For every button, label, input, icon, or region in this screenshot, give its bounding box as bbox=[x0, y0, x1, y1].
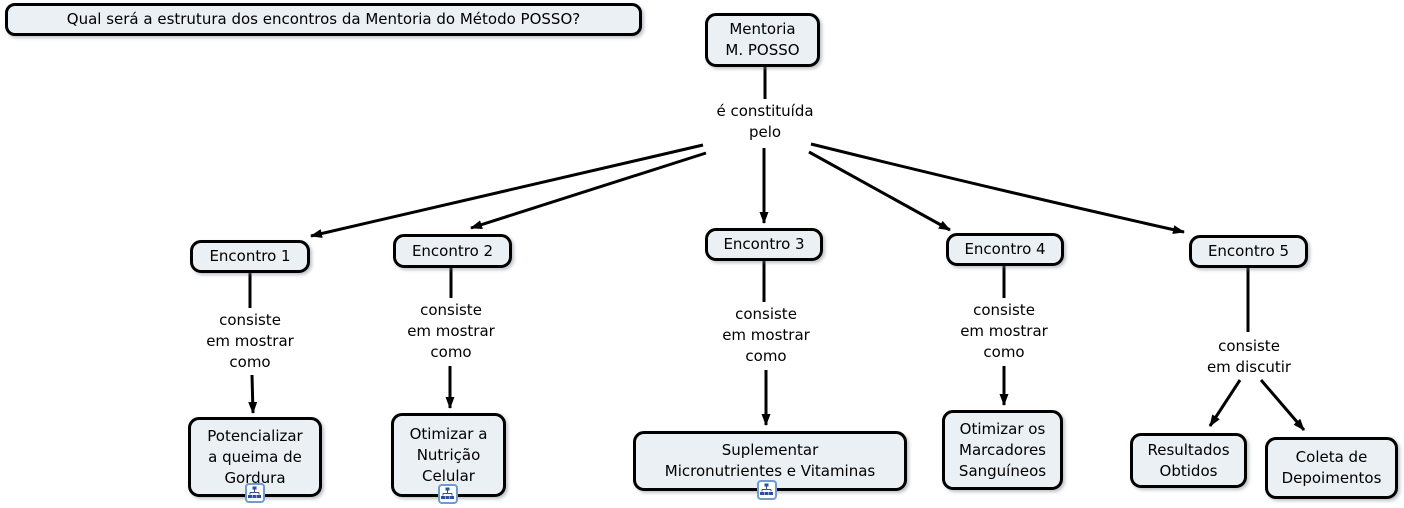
node-otimizar-nutricao-celular[interactable]: Otimizar a Nutrição Celular bbox=[391, 413, 506, 497]
node-encontro-1[interactable]: Encontro 1 bbox=[190, 240, 310, 273]
link-label-root[interactable]: é constituída pelo bbox=[716, 102, 814, 141]
link-label-encontro-2[interactable]: consiste em mostrar como bbox=[407, 301, 495, 361]
link-label-encontro-3[interactable]: consiste em mostrar como bbox=[722, 305, 810, 365]
node-suplementar-micronutrientes-vitaminas[interactable]: Suplementar Micronutrientes e Vitaminas bbox=[633, 431, 907, 491]
node-coleta-depoimentos[interactable]: Coleta de Depoimentos bbox=[1265, 437, 1398, 499]
node-encontro-3[interactable]: Encontro 3 bbox=[705, 228, 823, 261]
link-label-encontro-4[interactable]: consiste em mostrar como bbox=[960, 301, 1048, 361]
node-encontro-4[interactable]: Encontro 4 bbox=[946, 233, 1064, 266]
node-otimizar-marcadores-sanguineos[interactable]: Otimizar os Marcadores Sanguíneos bbox=[942, 410, 1063, 490]
node-mentoria-root[interactable]: Mentoria M. POSSO bbox=[705, 13, 820, 67]
link-label-encontro-1[interactable]: consiste em mostrar como bbox=[206, 311, 294, 371]
sitemap-icon[interactable] bbox=[757, 480, 777, 500]
sitemap-icon[interactable] bbox=[438, 484, 458, 504]
question-box[interactable]: Qual será a estrutura dos encontros da M… bbox=[5, 3, 642, 36]
node-resultados-obtidos[interactable]: Resultados Obtidos bbox=[1130, 433, 1247, 488]
node-encontro-2[interactable]: Encontro 2 bbox=[393, 234, 512, 268]
sitemap-icon[interactable] bbox=[245, 483, 265, 503]
link-label-encontro-5[interactable]: consiste em discutir bbox=[1206, 337, 1292, 376]
node-encontro-5[interactable]: Encontro 5 bbox=[1189, 235, 1308, 268]
